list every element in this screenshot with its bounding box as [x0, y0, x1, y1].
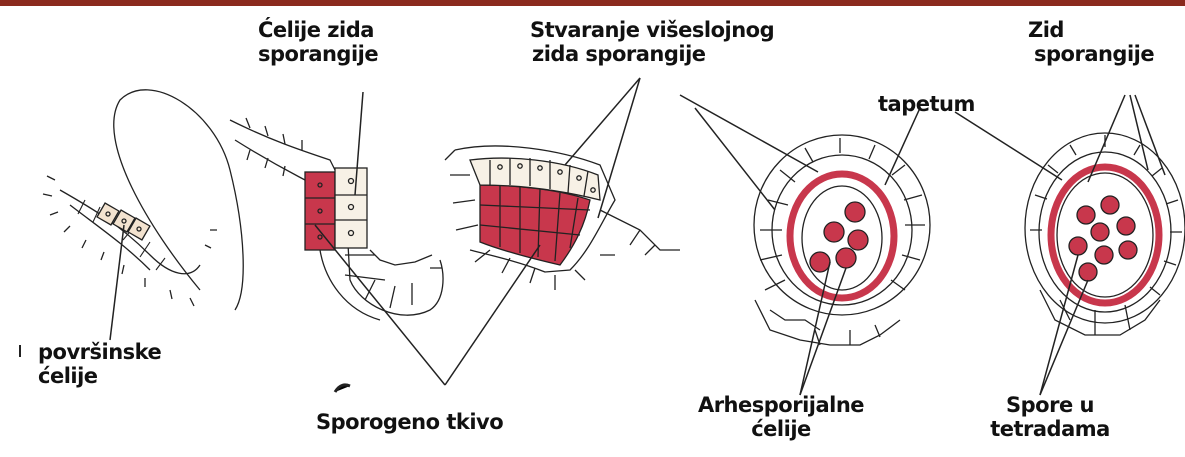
label-archesporial-cells: Arhesporijalne ćelije	[676, 393, 886, 441]
label-surface-cells: površinske ćelije	[38, 340, 161, 388]
label-tapetum: tapetum	[878, 92, 975, 116]
archesporial-cell	[836, 248, 856, 268]
stage-1-surface-cells	[43, 90, 243, 310]
sporogenous-cells	[305, 172, 335, 250]
stage-2-wall-cells	[230, 118, 443, 320]
stage-4-archesporial-cells	[754, 135, 930, 345]
label-sporogenous-tissue: Sporogeno tkivo	[316, 410, 503, 434]
archesporial-cell	[845, 202, 865, 222]
archesporial-cell	[824, 222, 844, 242]
stage-3-multilayer-wall	[445, 146, 680, 290]
archesporial-cell	[848, 230, 868, 250]
label-sporangium-wall: Zid sporangije	[1028, 18, 1154, 66]
label-spores-in-tetrads: Spore u tetradama	[970, 393, 1130, 441]
pointer-lines	[110, 78, 1165, 395]
label-multilayer-wall: Stvaranje višeslojnog zida sporangije	[530, 18, 774, 66]
archesporial-cell	[810, 252, 830, 272]
label-wall-cells: Ćelije zida sporangije	[258, 18, 378, 66]
